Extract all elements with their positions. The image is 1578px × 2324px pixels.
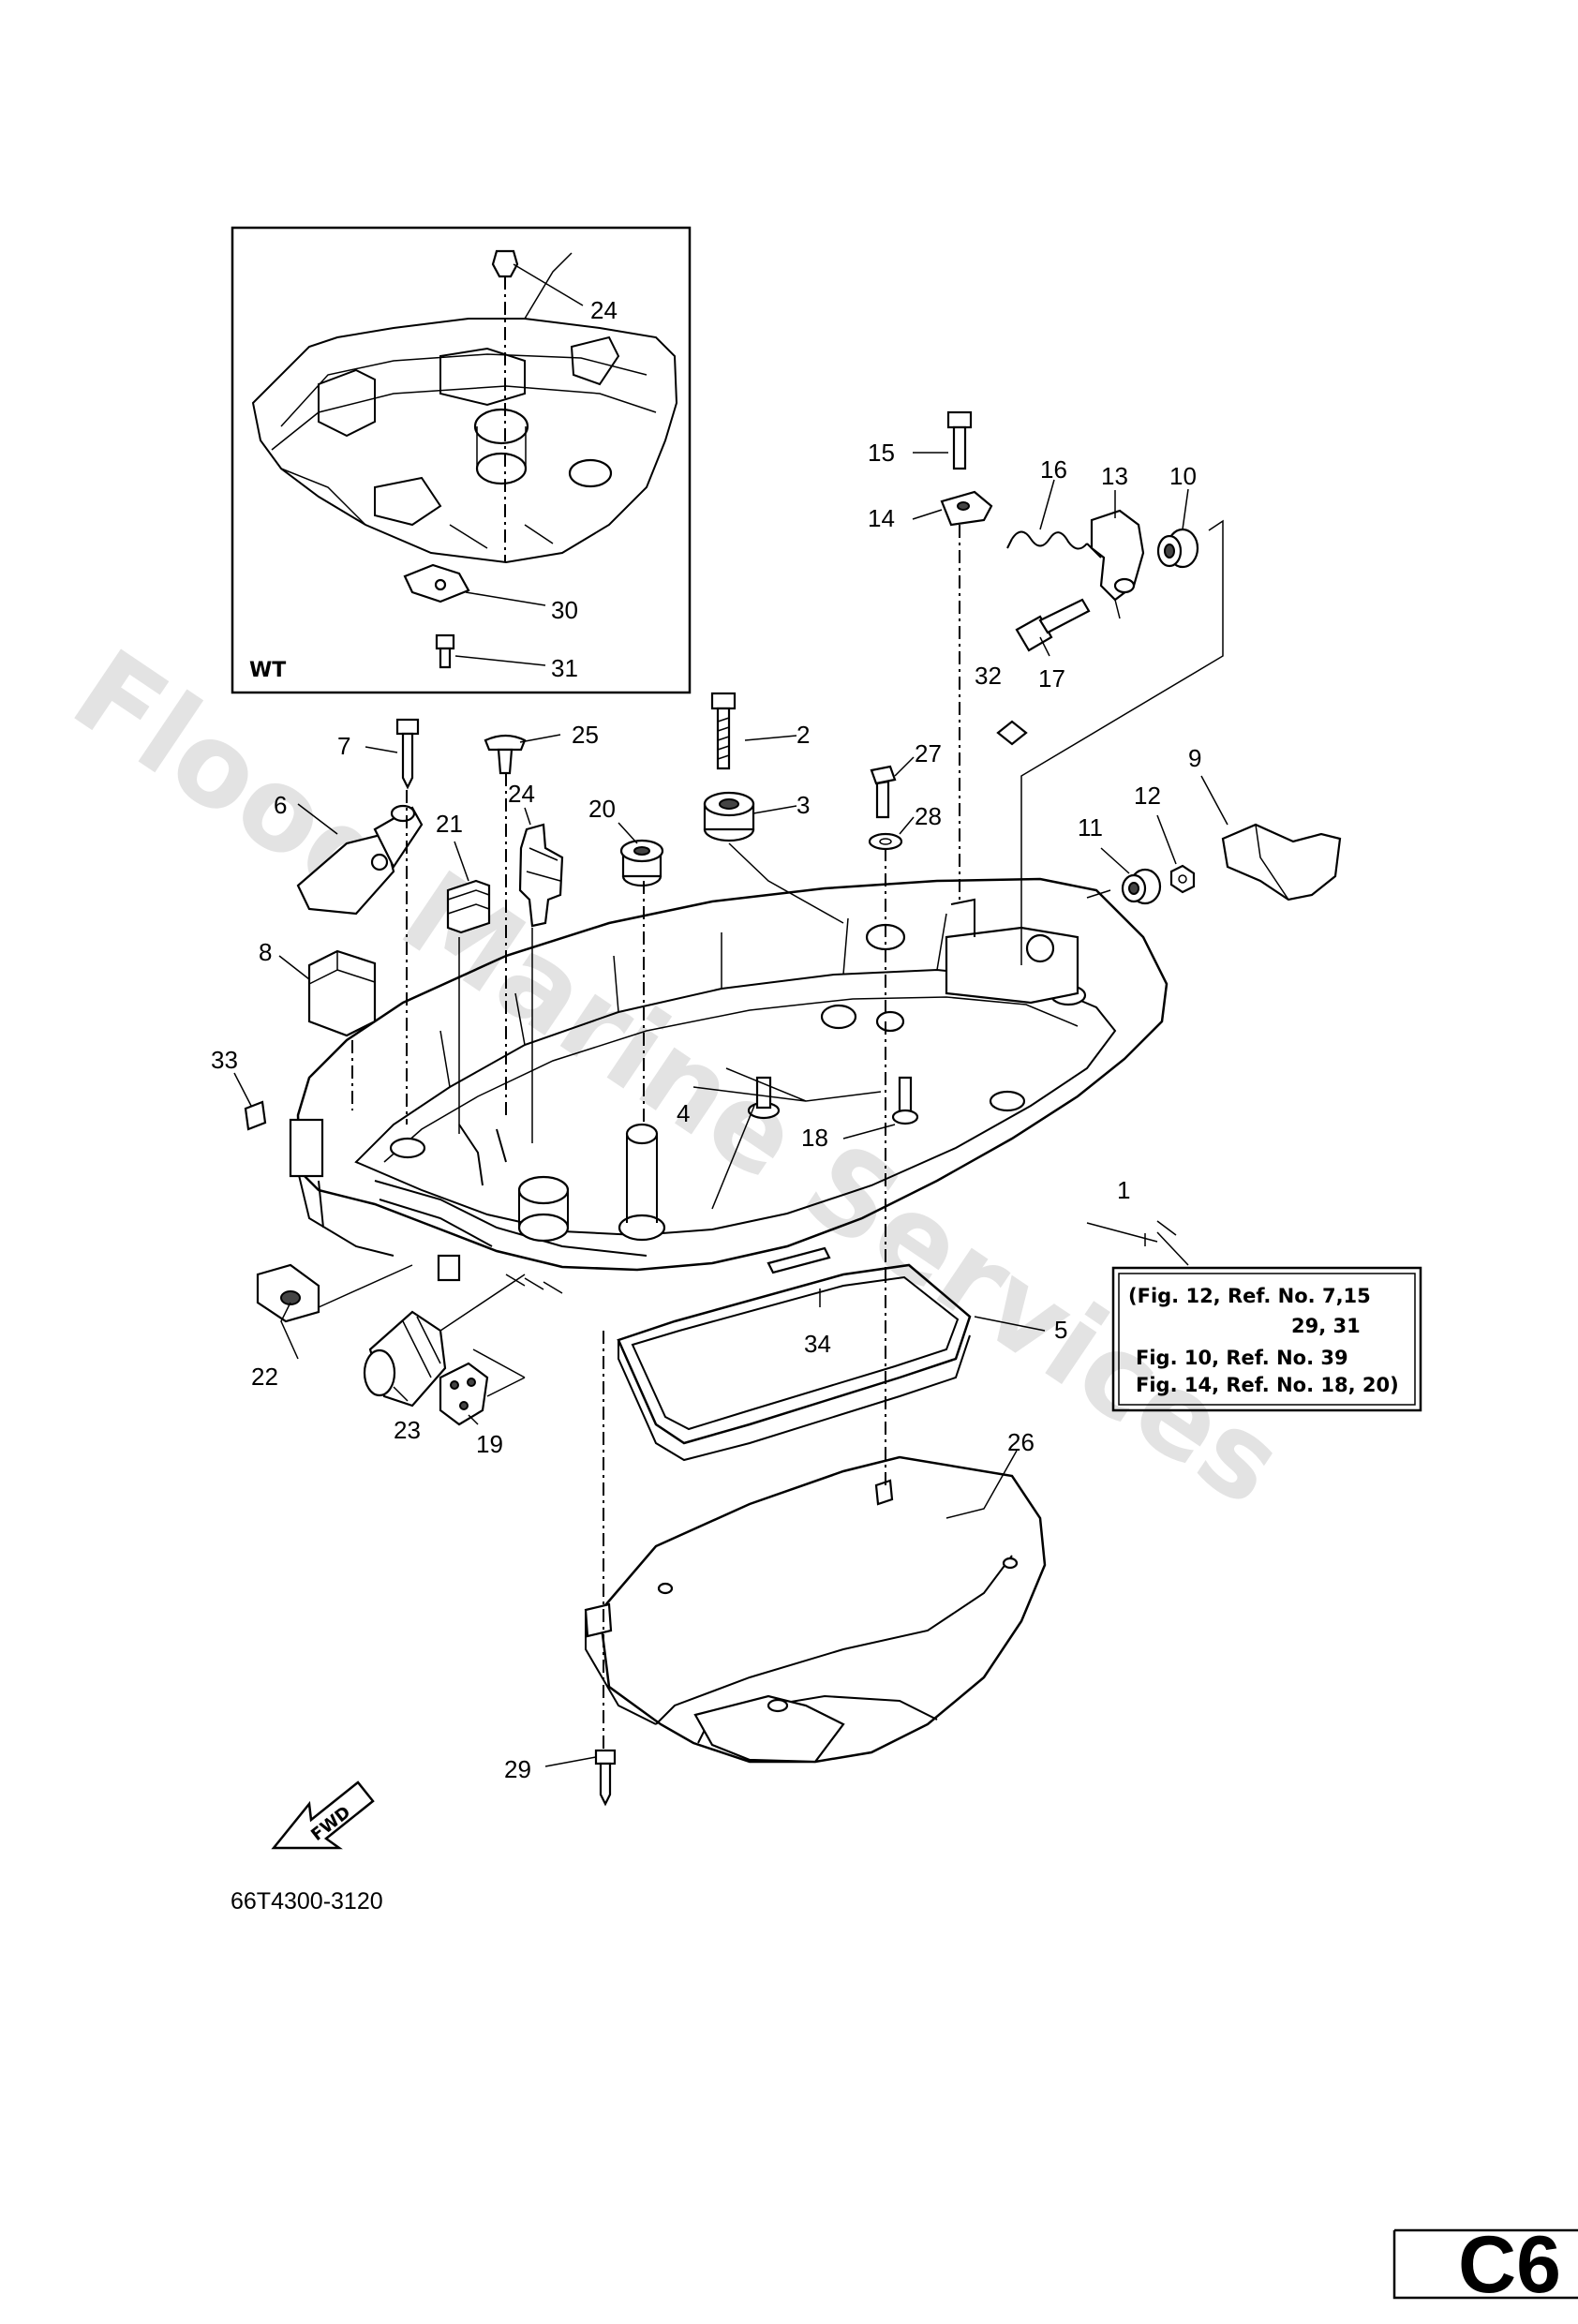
callout-2: 2 xyxy=(796,721,810,749)
callout-30: 30 xyxy=(551,596,578,624)
grommet-part-23 xyxy=(363,1310,447,1408)
grommet-part-3 xyxy=(703,791,755,842)
label-part-32 xyxy=(996,720,1028,746)
grommet-part-22 xyxy=(256,1263,320,1323)
callout-14: 14 xyxy=(868,504,895,532)
callout-27: 27 xyxy=(915,739,942,767)
callout-6: 6 xyxy=(274,791,287,819)
reference-note-box: (Fig. 12, Ref. No. 7,15 29, 31 Fig. 10, … xyxy=(1111,1266,1422,1412)
callout-22: 22 xyxy=(251,1363,278,1391)
pad-part-8 xyxy=(307,949,377,1037)
seal-part-5 xyxy=(617,1263,972,1462)
screw-part-29 xyxy=(594,1749,617,1807)
grommet-part-20 xyxy=(619,839,664,887)
callout-31: 31 xyxy=(551,654,578,682)
callout-10: 10 xyxy=(1169,462,1197,490)
latch-part-13 xyxy=(1090,509,1145,602)
page-marker-text: C6 xyxy=(1458,2220,1561,2310)
grommet-part-10 xyxy=(1156,528,1199,569)
callout-15: 15 xyxy=(868,439,895,467)
callout-34: 34 xyxy=(804,1330,831,1358)
watermark: Flood Marine Services xyxy=(51,624,1306,1531)
callout-19: 19 xyxy=(476,1430,503,1458)
callout-32: 32 xyxy=(975,662,1002,690)
lever-part-9 xyxy=(1221,823,1342,901)
nut-part-12 xyxy=(1169,864,1196,894)
callout-17: 17 xyxy=(1038,664,1065,693)
pin-part-18 xyxy=(891,1076,919,1125)
clip-part-25 xyxy=(484,734,527,775)
plate-part-19 xyxy=(439,1362,489,1426)
callout-28: 28 xyxy=(915,802,942,830)
callout-5: 5 xyxy=(1054,1316,1067,1344)
callout-3: 3 xyxy=(796,791,810,819)
callout-18: 18 xyxy=(801,1124,828,1152)
callout-33: 33 xyxy=(211,1046,238,1074)
callout-24-inset: 24 xyxy=(590,296,618,324)
callout-29: 29 xyxy=(504,1755,531,1783)
callout-16: 16 xyxy=(1040,455,1067,484)
bolt-part-2 xyxy=(710,692,737,770)
bolt-part-17 xyxy=(1015,598,1091,652)
bracket-part-14 xyxy=(940,490,993,527)
screw-part-7 xyxy=(395,718,420,790)
callout-8: 8 xyxy=(259,938,272,966)
page-marker: C6 xyxy=(1392,2220,1578,2310)
note-line-3: Fig. 10, Ref. No. 39 xyxy=(1136,1347,1348,1369)
bolt-part-15 xyxy=(946,410,973,470)
fwd-label: FWD xyxy=(307,1802,354,1845)
note-line-2: 29, 31 xyxy=(1291,1315,1361,1337)
diagram-code: 66T4300-3120 xyxy=(231,1888,383,1914)
tray-part-26 xyxy=(584,1455,1047,1764)
grommet-part-11 xyxy=(1121,868,1162,905)
spring-part-16 xyxy=(1006,530,1102,559)
inset-cowling-drawing xyxy=(251,249,678,669)
washer-part-28 xyxy=(868,832,903,851)
note-line-1: (Fig. 12, Ref. No. 7,15 xyxy=(1128,1285,1371,1307)
callout-25: 25 xyxy=(572,721,599,749)
lower-cowling-part-1 xyxy=(289,877,1169,1294)
callout-12: 12 xyxy=(1134,782,1161,810)
clip-part-24 xyxy=(518,823,564,928)
bolt-part-27 xyxy=(870,765,897,819)
callout-1: 1 xyxy=(1117,1176,1130,1204)
inset-label-wt: WT xyxy=(249,659,286,682)
label-part-33 xyxy=(244,1100,267,1131)
fwd-arrow: FWD xyxy=(271,1780,375,1850)
bracket-part-6 xyxy=(296,804,424,916)
callout-11: 11 xyxy=(1078,813,1103,842)
callout-20: 20 xyxy=(588,795,616,823)
note-line-4: Fig. 14, Ref. No. 18, 20) xyxy=(1136,1374,1399,1396)
callout-23: 23 xyxy=(394,1416,421,1444)
callout-9: 9 xyxy=(1188,744,1201,772)
callout-4: 4 xyxy=(677,1099,690,1127)
pad-part-21 xyxy=(446,879,491,934)
callout-13: 13 xyxy=(1101,462,1128,490)
callout-26: 26 xyxy=(1007,1428,1035,1456)
callout-21: 21 xyxy=(436,810,463,838)
callout-7: 7 xyxy=(337,732,350,760)
callout-24: 24 xyxy=(508,780,535,808)
inset-panel: WT 24 30 31 xyxy=(231,226,692,694)
